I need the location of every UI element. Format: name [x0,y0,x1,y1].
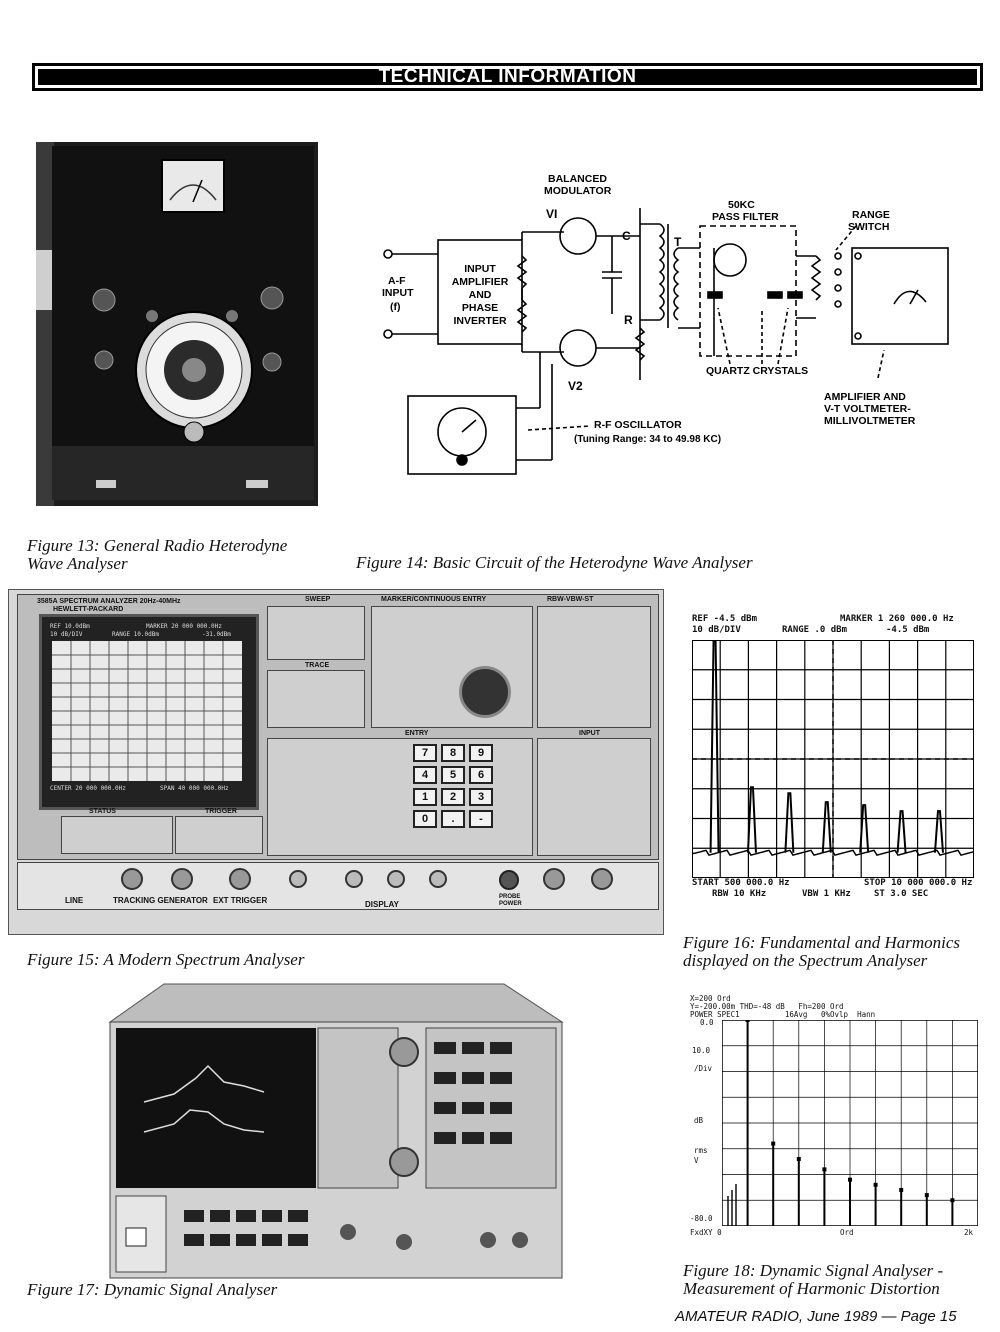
fig18-bar-cap [950,1198,955,1203]
fig16-peak [784,792,795,853]
footer-date: June 1989 [807,1308,878,1325]
fig15-key: 1 [413,788,437,806]
fig15-key: 5 [441,766,465,784]
fig18-chart [722,1020,978,1226]
fig18-bar-cap [899,1187,904,1192]
fig16-chart [692,640,974,878]
label-rf-osc: R-F OSCILLATOR [594,419,682,431]
fig18-bar-cap [745,1020,750,1022]
fig15-key: 4 [413,766,437,784]
fig15-key: 7 [413,744,437,762]
label-v2: V2 [568,379,583,393]
fig15-key: 9 [469,744,493,762]
figure-16-plot: REF -4.5 dBm MARKER 1 260 000.0 Hz 10 dB… [692,614,974,899]
fig15-key: . [441,810,465,828]
label-range: RANGE [852,209,890,221]
fig18-bar-cap [822,1167,827,1172]
section-title: TECHNICAL INFORMATION [38,67,977,86]
label-r: R [624,313,633,327]
figure-13-caption: Figure 13: General Radio Heterodyne Wave… [27,536,288,573]
label-modulator: MODULATOR [544,185,612,197]
figure-13-photo [32,140,322,510]
page-footer: AMATEUR RADIO, June 1989 — Page 15 [675,1308,957,1325]
label-c: C [622,229,631,243]
fig18-bar-cap [924,1193,929,1198]
label-50kc: 50KC [728,199,755,211]
box-line-1: INPUT [464,263,496,275]
fig16-peak [859,804,870,853]
fig16-noise-floor [692,849,974,856]
amp-line-1: AMPLIFIER AND [824,391,906,403]
fig18-bar-cap [873,1182,878,1187]
fig18-bar-cap [796,1157,801,1162]
footer-page: Page 15 [900,1308,957,1325]
label-pass-filter: PASS FILTER [712,211,779,223]
figure-18-plot: X=200 Ord Y=-200.00m THD=-48 dB Fh=200 O… [688,994,988,1242]
figure-16-caption: Figure 16: Fundamental and Harmonics dis… [683,933,961,970]
box-line-4: PHASE [462,302,498,314]
fig18-bar-cap [771,1141,776,1146]
fig15-key: 8 [441,744,465,762]
fig16-peak [896,810,907,853]
label-af: A-F [388,275,406,287]
label-t: T [674,235,682,249]
label-f: (f) [390,301,401,313]
footer-publication: AMATEUR RADIO, [675,1308,804,1325]
fig16-peak [821,801,832,853]
figure-14-caption: Figure 14: Basic Circuit of the Heterody… [356,553,753,572]
fig16-peak [709,640,720,853]
fig15-key: 0 [413,810,437,828]
box-line-5: INVERTER [453,315,507,327]
fig15-key: 3 [469,788,493,806]
figure-14-circuit-diagram: BALANCED MODULATOR VI V2 C T R 50KC PASS… [382,173,949,475]
fig15-maker: HEWLETT-PACKARD [53,606,124,613]
fig15-screen-grid [52,641,242,781]
fig18-bar-cap [848,1177,852,1182]
fig16-peak [933,810,944,853]
label-switch: SWITCH [848,221,889,233]
fig15-key: 6 [469,766,493,784]
figure-15-photo: 3585A SPECTRUM ANALYZER 20Hz-40MHz HEWLE… [8,589,664,935]
label-input: INPUT [382,287,414,299]
label-balanced: BALANCED [548,173,607,185]
box-line-2: AMPLIFIER [452,276,509,288]
label-tuning: (Tuning Range: 34 to 49.98 KC) [574,434,721,445]
footer-dash: — [881,1308,897,1325]
figure-17-photo [108,983,564,1279]
fig15-key: - [469,810,493,828]
fig15-model: 3585A SPECTRUM ANALYZER 20Hz-40MHz [37,598,181,605]
figure-17-caption: Figure 17: Dynamic Signal Analyser [27,1280,278,1299]
section-header: TECHNICAL INFORMATION [32,63,983,91]
box-line-3: AND [469,289,492,301]
fig15-screen: REF 10.0dBm MARKER 20 000 000.0Hz 10 dB/… [39,614,259,810]
label-v1: VI [546,207,557,221]
fig16-peak [746,786,757,853]
figure-15-caption: Figure 15: A Modern Spectrum Analyser [27,950,305,969]
fig15-key: 2 [441,788,465,806]
amp-line-3: MILLIVOLTMETER [824,415,916,427]
label-quartz: QUARTZ CRYSTALS [706,365,808,377]
figure-18-caption: Figure 18: Dynamic Signal Analyser - Mea… [683,1261,944,1298]
amp-line-2: V-T VOLTMETER- [824,403,911,415]
